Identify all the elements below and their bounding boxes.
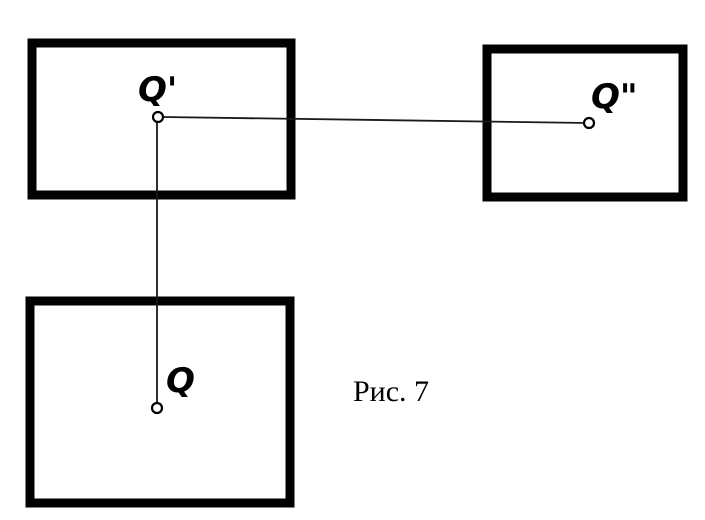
label-profile-projection: Q" [591,77,638,117]
profile-plane-frame [482,44,688,202]
label-frontal-projection: Q' [138,70,177,110]
horizontal-plane-frame [25,296,295,508]
point-profile-projection [582,116,596,130]
horizontal-link-line [162,116,590,124]
label-horizontal-projection: Q [166,361,195,401]
figure-caption: Рис. 7 [353,375,429,408]
point-frontal-projection [151,110,165,124]
point-horizontal-projection [150,401,164,415]
